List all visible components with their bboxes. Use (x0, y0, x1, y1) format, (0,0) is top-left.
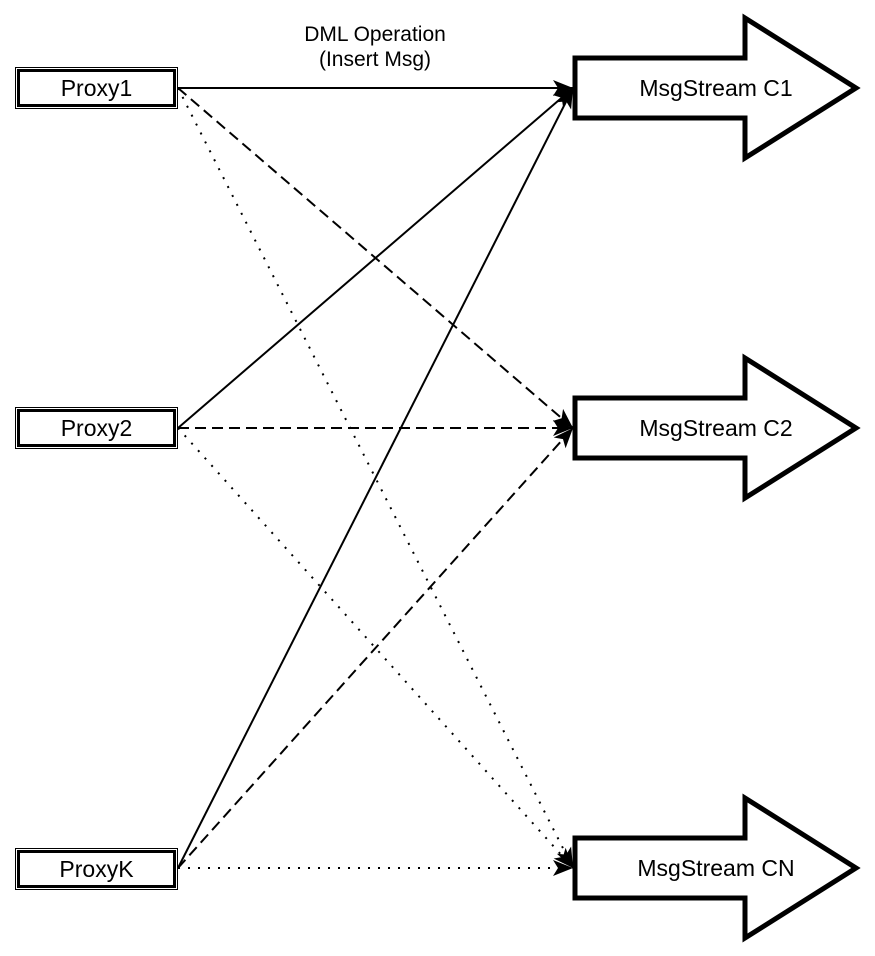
proxy2-node: Proxy2 (15, 407, 178, 449)
msgstream-c1-arrow-shape (572, 13, 861, 163)
msgstream-c2-arrow-shape (572, 353, 861, 503)
msgstream-cn-label: MsgStream CN (637, 854, 795, 881)
msgstream-c2-label: MsgStream C2 (639, 414, 793, 441)
proxyk-node: ProxyK (15, 848, 178, 890)
annotation-line1: DML Operation (304, 23, 446, 46)
proxy1-node: Proxy1 (15, 67, 178, 109)
annotation-line2: (Insert Msg) (318, 48, 431, 71)
edge-proxyk-c1-solid-line (177, 87, 574, 869)
edge-proxyk-c2-dashed-line (177, 427, 574, 869)
dml-operation-annotation: DML Operation (Insert Msg) (275, 22, 475, 72)
msgstream-c1-label: MsgStream C1 (639, 74, 793, 101)
proxy2-label: Proxy2 (60, 414, 133, 441)
proxy1-label: Proxy1 (60, 74, 133, 101)
edge-proxy1-c2-dashed-line (177, 87, 574, 429)
proxyk-label: ProxyK (59, 855, 134, 882)
msgstream-cn-arrow-shape (572, 793, 861, 943)
edge-layer (177, 80, 574, 876)
